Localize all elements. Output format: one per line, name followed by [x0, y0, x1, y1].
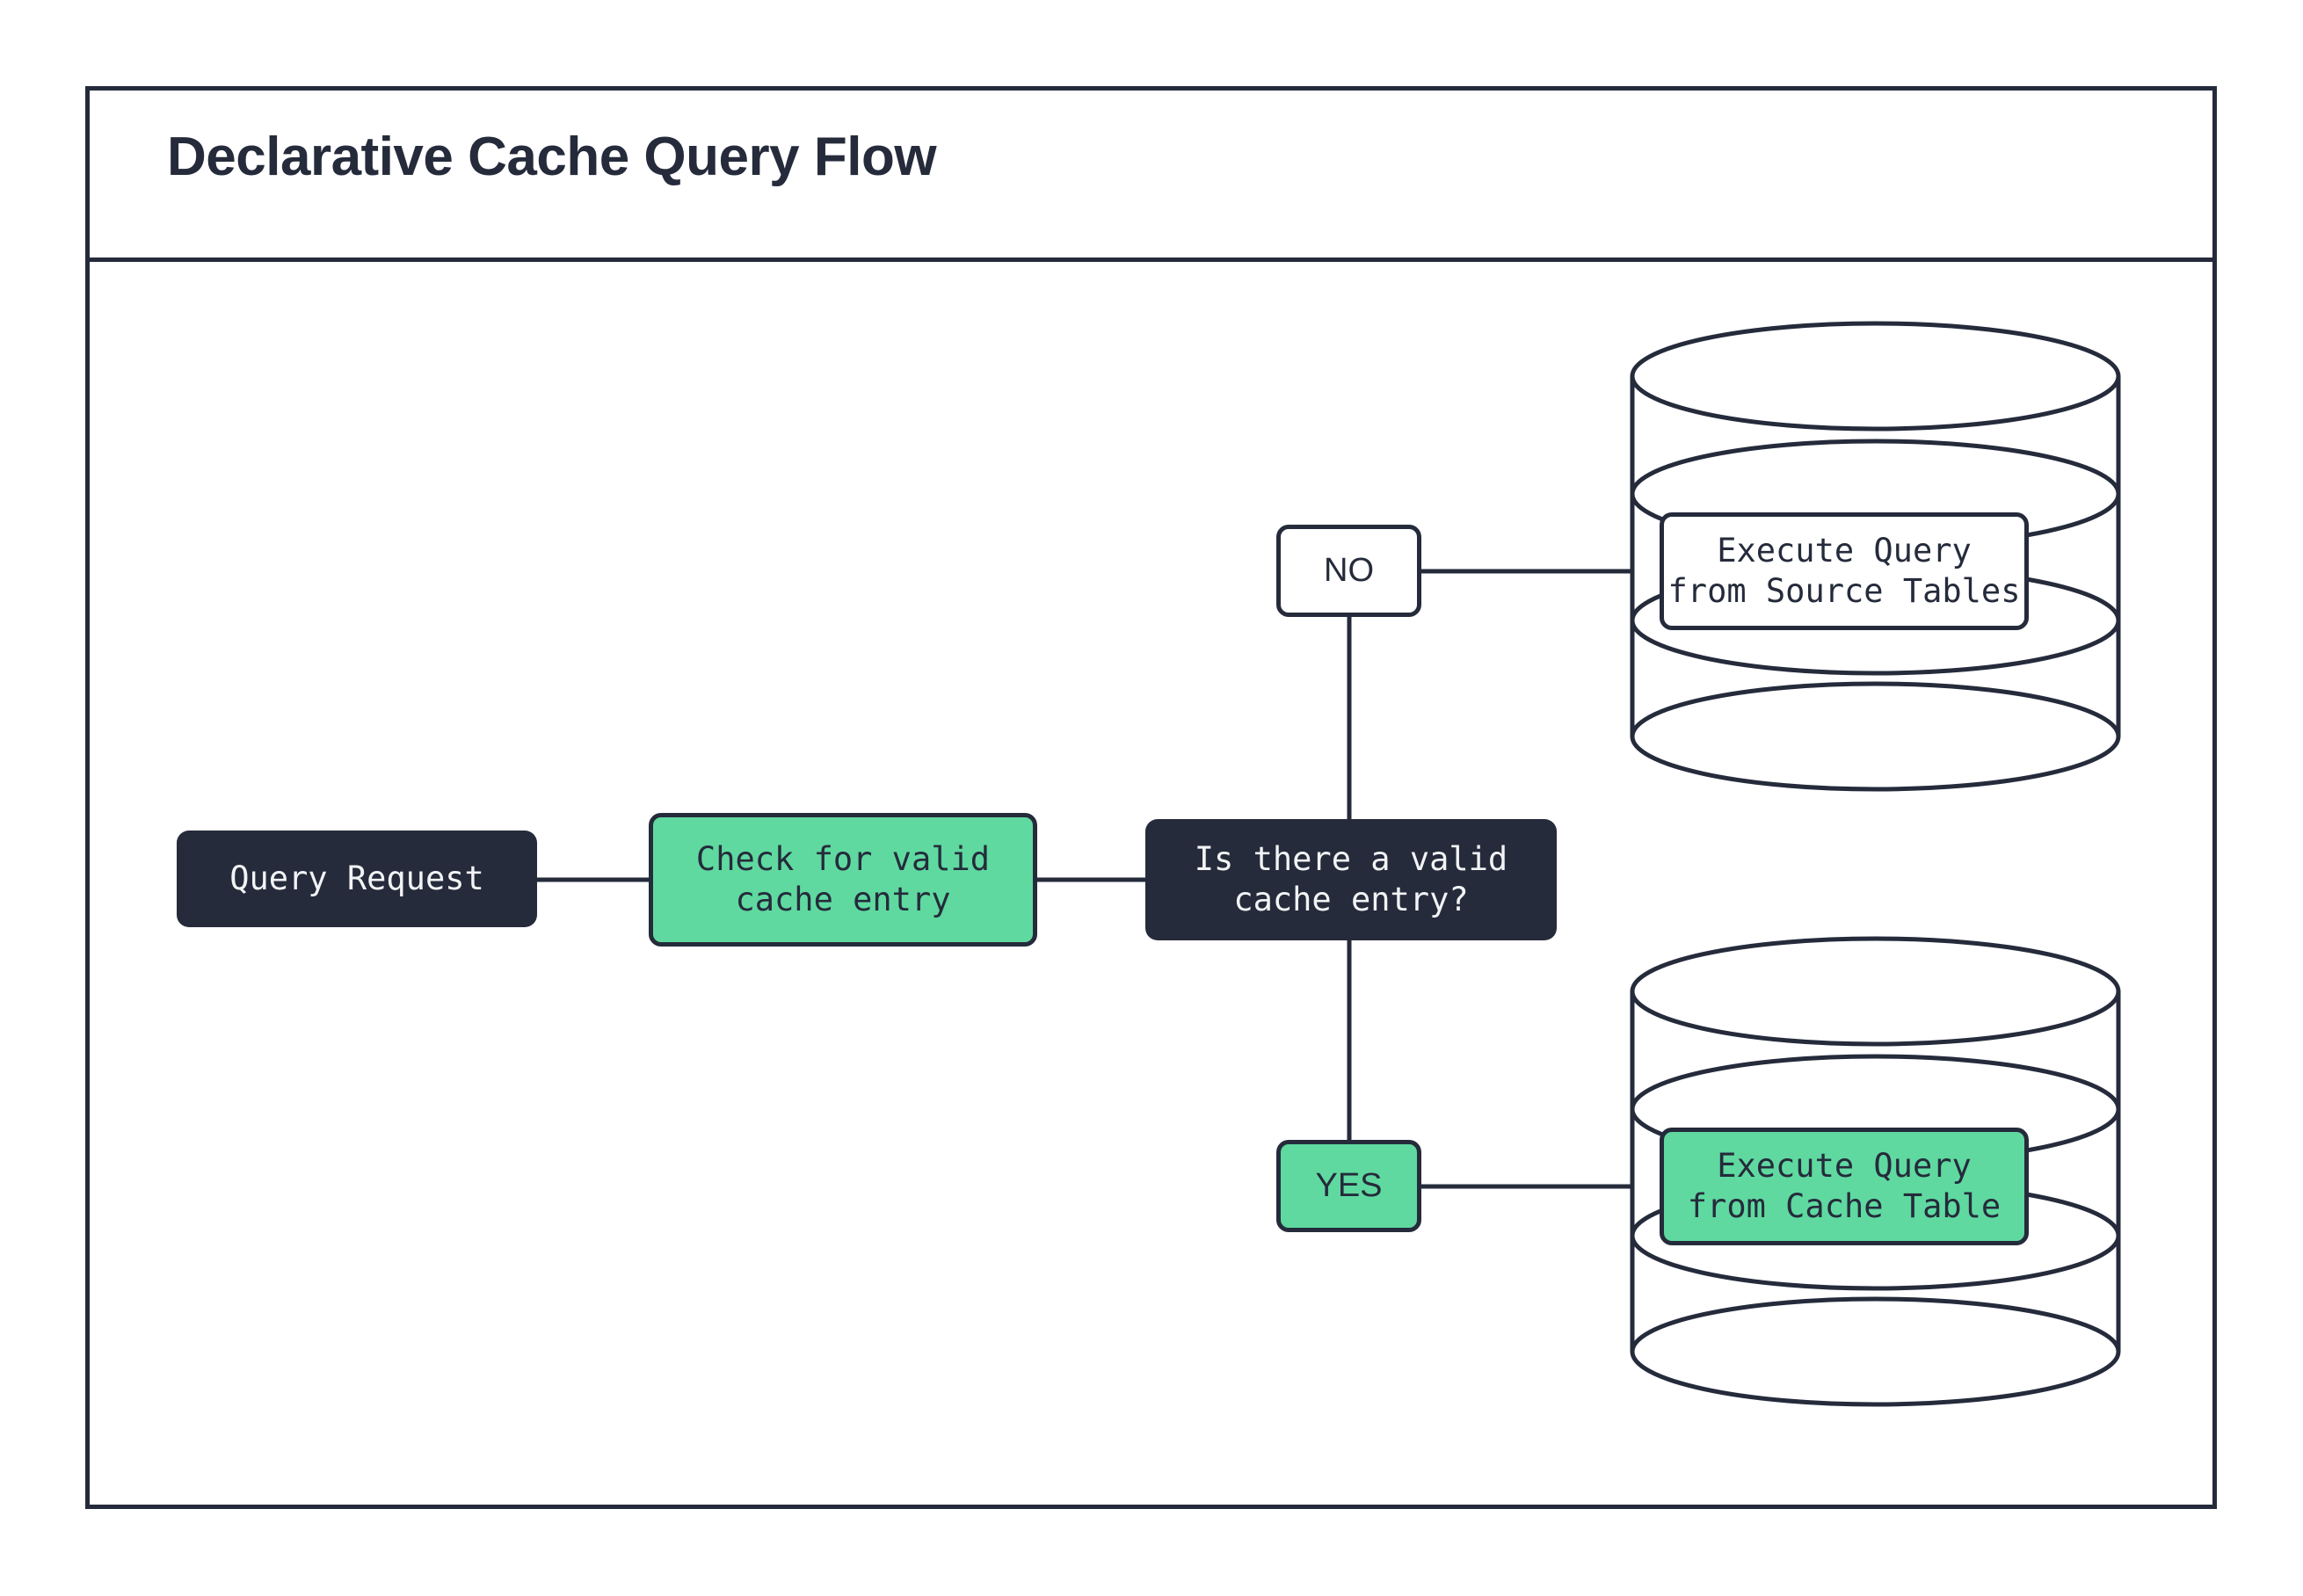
node-check-for-valid-cache-entry[interactable]: Check for valid cache entry: [649, 813, 1037, 947]
branch-label-yes[interactable]: YES: [1276, 1140, 1421, 1232]
branch-label-no[interactable]: NO: [1276, 525, 1421, 617]
diagram-frame: [85, 86, 2217, 1509]
node-execute-query-from-cache-table[interactable]: Execute Query from Cache Table: [1660, 1128, 2029, 1245]
title-divider: [85, 258, 2217, 262]
node-decision-valid-cache-entry[interactable]: Is there a valid cache entry?: [1145, 819, 1557, 940]
node-query-request[interactable]: Query Request: [177, 831, 537, 927]
page-title: Declarative Cache Query Flow: [167, 127, 937, 187]
node-execute-query-from-source-tables[interactable]: Execute Query from Source Tables: [1660, 512, 2029, 630]
